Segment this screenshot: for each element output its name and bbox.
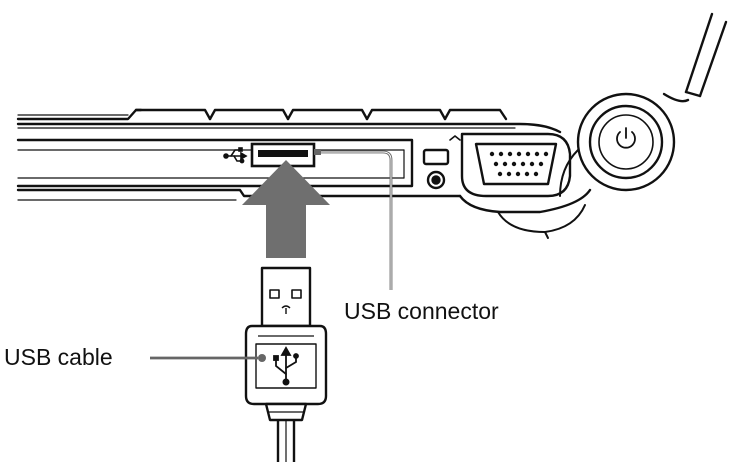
usb-cable-label: USB cable [4,344,113,370]
plug-tip-mark-icon [281,305,291,314]
usb-cable-plug [244,266,328,462]
insertion-arrow [242,160,330,258]
vga-port [474,142,558,186]
usb-connector-callout-line [320,150,393,290]
usb-port [250,142,316,168]
laptop-side [16,108,592,239]
keyboard-keys [16,108,508,121]
usb-symbol-icon [273,346,299,386]
usb-symbol-icon [223,147,248,164]
usb-connector-label: USB connector [344,298,499,324]
hinge-assembly [559,12,728,197]
power-icon [616,127,636,149]
